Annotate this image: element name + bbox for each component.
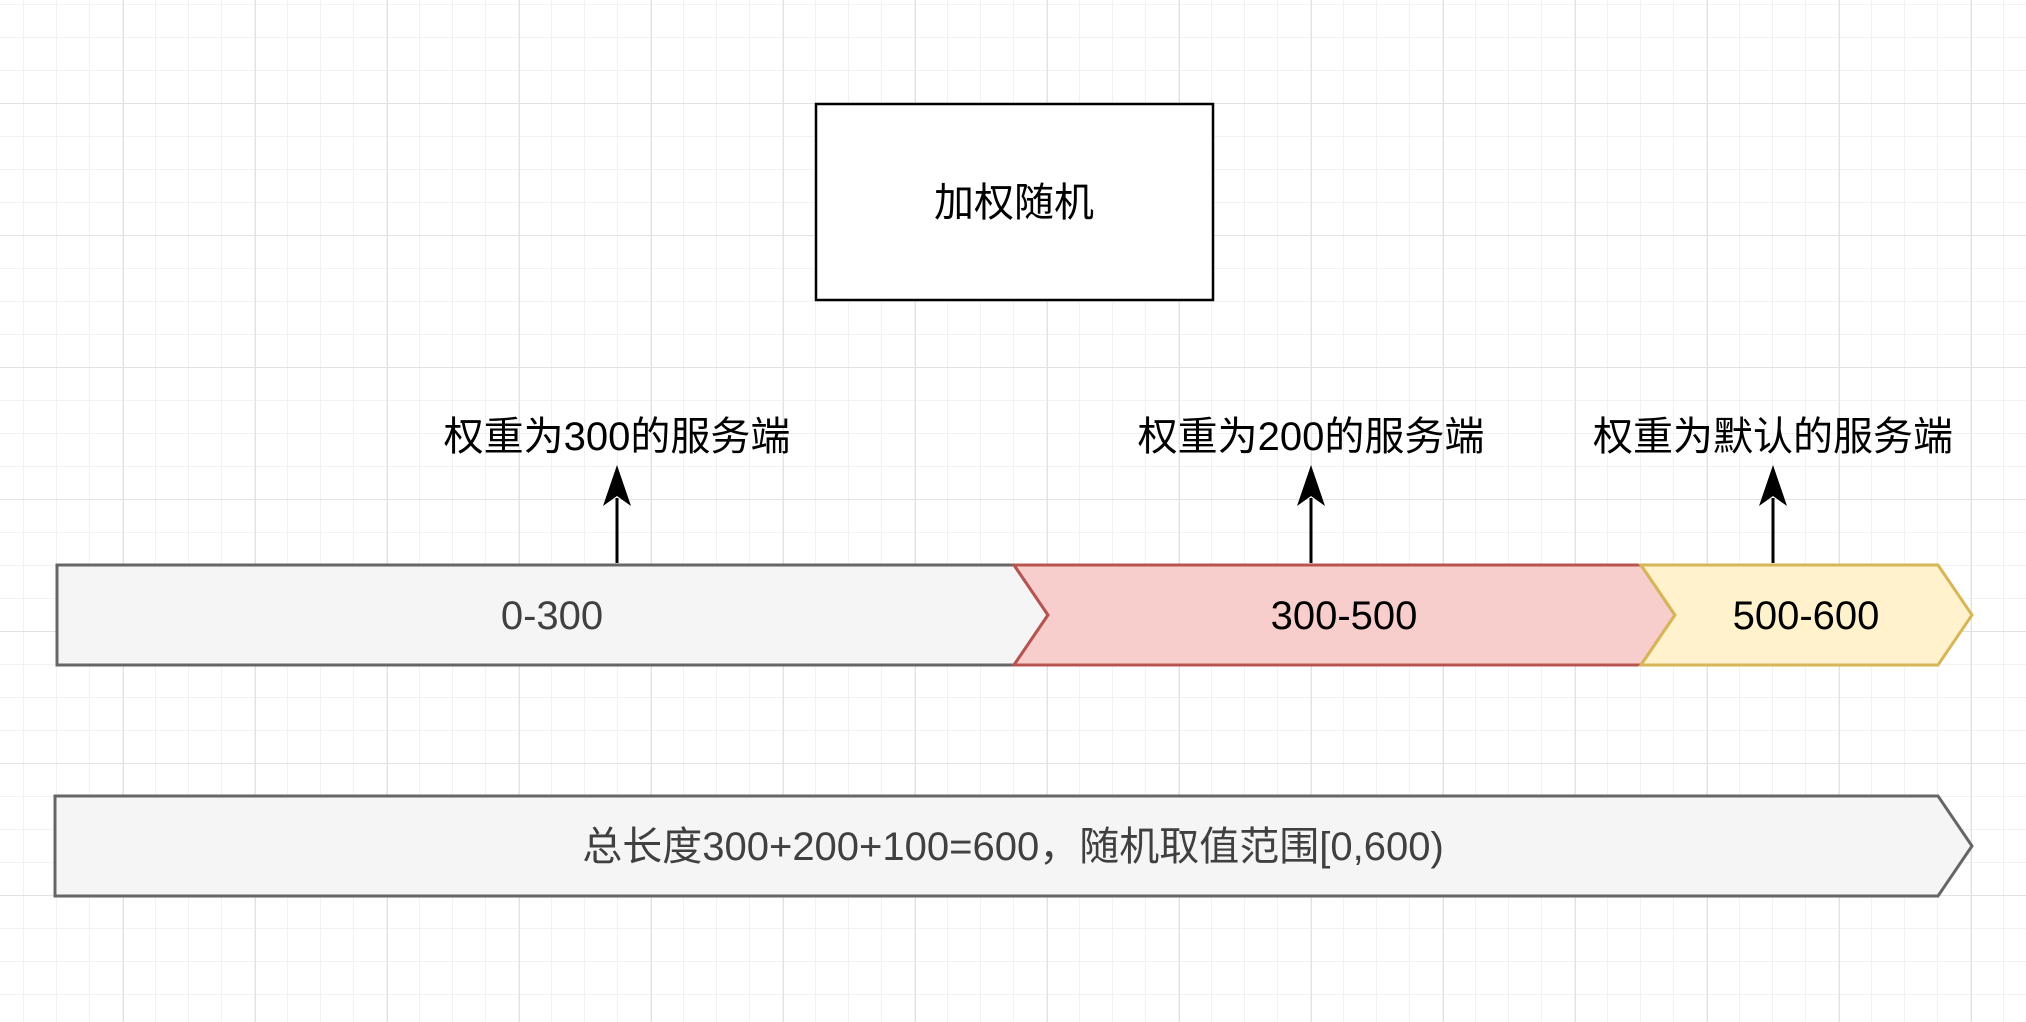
title-box-rect (814, 102, 1215, 302)
segment-500-600-shape (1638, 563, 1974, 667)
arrow-head-icon (603, 465, 631, 506)
annotation-weight-200-label: 权重为200的服务端 (1138, 415, 1485, 459)
annotation-weight-300-label: 权重为300的服务端 (444, 415, 791, 459)
total-bar-shape (53, 794, 1974, 898)
arrow-head-icon (1297, 465, 1325, 506)
arrow-head-icon (1759, 465, 1787, 506)
segment-0-300: 0-300 (55, 563, 1050, 667)
total-bar-label: 总长度300+200+100=600，随机取值范围[0,600) (582, 825, 1444, 869)
annotation-weight-default-label: 权重为默认的服务端 (1593, 415, 1953, 459)
title-box: 加权随机 (814, 102, 1215, 302)
annotation-weight-300: 权重为300的服务端 (444, 415, 791, 563)
total-bar: 总长度300+200+100=600，随机取值范围[0,600) (53, 794, 1974, 898)
segment-500-600-label: 500-600 (1733, 594, 1880, 638)
segment-300-500: 300-500 (1011, 563, 1677, 667)
segment-500-600: 500-600 (1638, 563, 1974, 667)
annotation-weight-200: 权重为200的服务端 (1138, 415, 1485, 563)
segment-0-300-label: 0-300 (501, 594, 603, 638)
title-box-label: 加权随机 (934, 181, 1094, 225)
segment-300-500-label: 300-500 (1271, 594, 1418, 638)
annotation-weight-default: 权重为默认的服务端 (1593, 415, 1953, 563)
